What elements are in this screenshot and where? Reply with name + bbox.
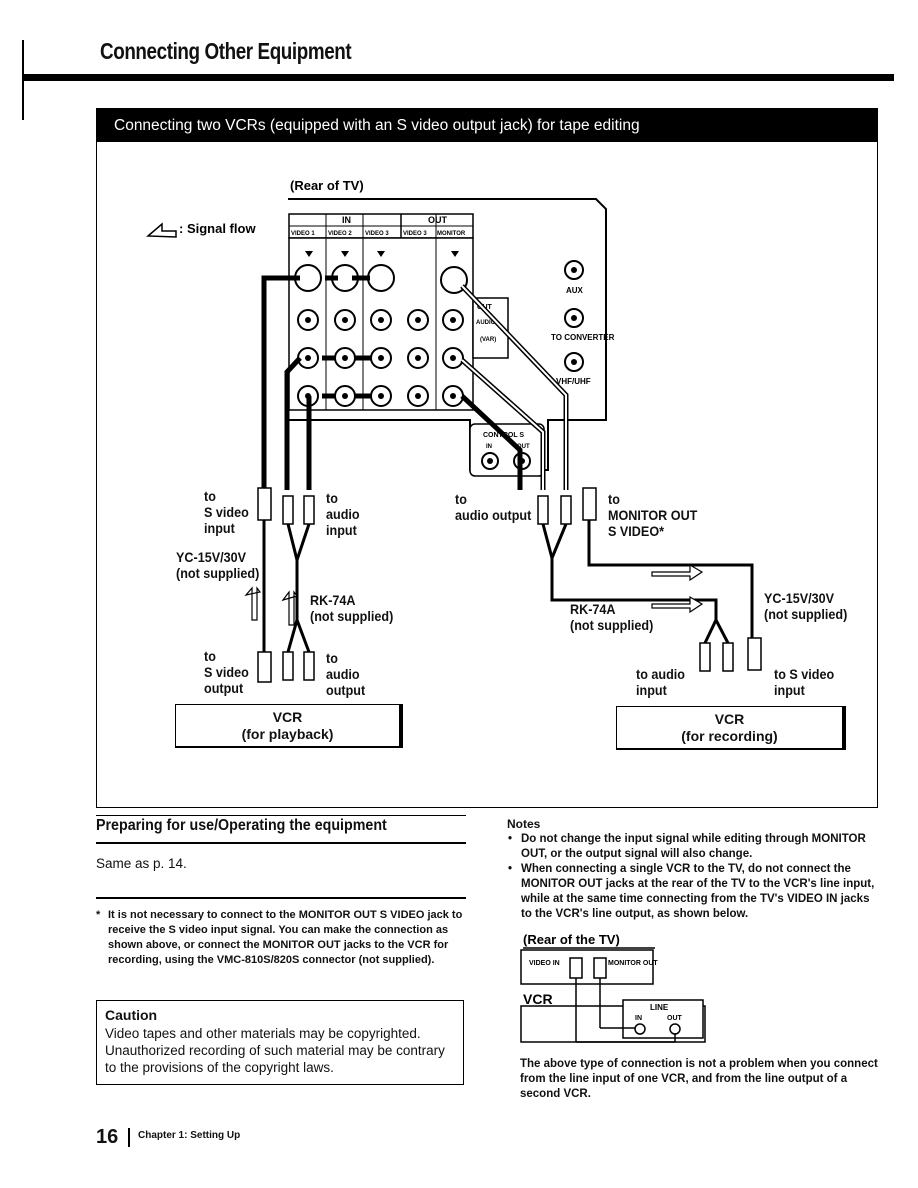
small-out-label: OUT <box>667 1015 683 1022</box>
single-vcr-diagram: (Rear of the TV) VIDEO IN MONITOR OUT VC… <box>520 932 706 1043</box>
out-label: OUT <box>428 215 448 225</box>
control-in-label: IN <box>486 444 492 450</box>
small-rear-label: (Rear of the TV) <box>523 932 620 947</box>
to-converter-label: TO CONVERTER <box>551 333 615 342</box>
monitor-label: MONITOR <box>437 231 466 237</box>
rear-of-tv-label: (Rear of TV) <box>290 178 364 193</box>
right-yc-cable-label: YC-15V/30V(not supplied) <box>764 590 848 622</box>
control-out-label: OUT <box>517 444 530 450</box>
left-rk-cable-label: RK-74A(not supplied) <box>310 592 394 624</box>
notes-list: •Do not change the input signal while ed… <box>507 832 877 922</box>
note-item: •When connecting a single VCR to the TV,… <box>508 863 875 920</box>
chapter-label: Chapter 1: Setting Up <box>138 1130 241 1141</box>
small-vcr-label: VCR <box>523 991 553 1007</box>
right-rk-cable-label: RK-74A(not supplied) <box>570 601 654 633</box>
small-monitor-out-label: MONITOR OUT <box>608 960 658 967</box>
section-rule-mid <box>96 842 466 844</box>
notes-title: Notes <box>507 817 541 831</box>
page-number: 16 <box>96 1126 119 1148</box>
small-in-label: IN <box>635 1015 642 1022</box>
diagram-panel <box>96 108 878 808</box>
page-separator <box>128 1128 130 1147</box>
video3-out-label: VIDEO 3 <box>403 231 427 237</box>
heading-rule <box>22 74 894 81</box>
left-cables <box>261 275 372 490</box>
left-yc-cable-label: YC-15V/30V(not supplied) <box>176 549 260 581</box>
vcr-playback-box: VCR(for playback) <box>175 704 403 748</box>
notes-after: The above type of connection is not a pr… <box>520 1058 878 1100</box>
section-rule-top <box>96 815 466 816</box>
video1-label: VIDEO 1 <box>291 231 315 237</box>
section-rule-bottom <box>96 897 466 899</box>
small-video-in-label: VIDEO IN <box>529 960 560 967</box>
caution-box: Caution Video tapes and other materials … <box>96 1000 464 1085</box>
small-line-label: LINE <box>650 1003 669 1012</box>
panel-title: Connecting two VCRs (equipped with an S … <box>97 109 877 142</box>
preparing-text: Same as p. 14. <box>96 856 187 871</box>
note-item: •Do not change the input signal while ed… <box>508 833 866 860</box>
footnote: * It is not necessary to connect to the … <box>96 909 463 966</box>
signal-flow-arrow-icon <box>146 222 177 238</box>
aux-label: AUX <box>566 286 584 295</box>
vhf-uhf-label: VHF/UHF <box>556 377 591 386</box>
preparing-title: Preparing for use/Operating the equipmen… <box>96 817 387 834</box>
var-label: (VAR) <box>480 337 496 343</box>
audio-box-label: AUDIO <box>476 320 496 326</box>
video2-label: VIDEO 2 <box>328 231 352 237</box>
vcr-recording-box: VCR(for recording) <box>616 706 846 750</box>
signal-flow-label: : Signal flow <box>179 221 256 236</box>
caution-title: Caution <box>105 1007 158 1023</box>
page-heading: Connecting Other Equipment <box>100 38 352 64</box>
video3-label: VIDEO 3 <box>365 231 389 237</box>
in-label: IN <box>342 215 351 225</box>
caution-text: Video tapes and other materials may be c… <box>105 1026 445 1075</box>
